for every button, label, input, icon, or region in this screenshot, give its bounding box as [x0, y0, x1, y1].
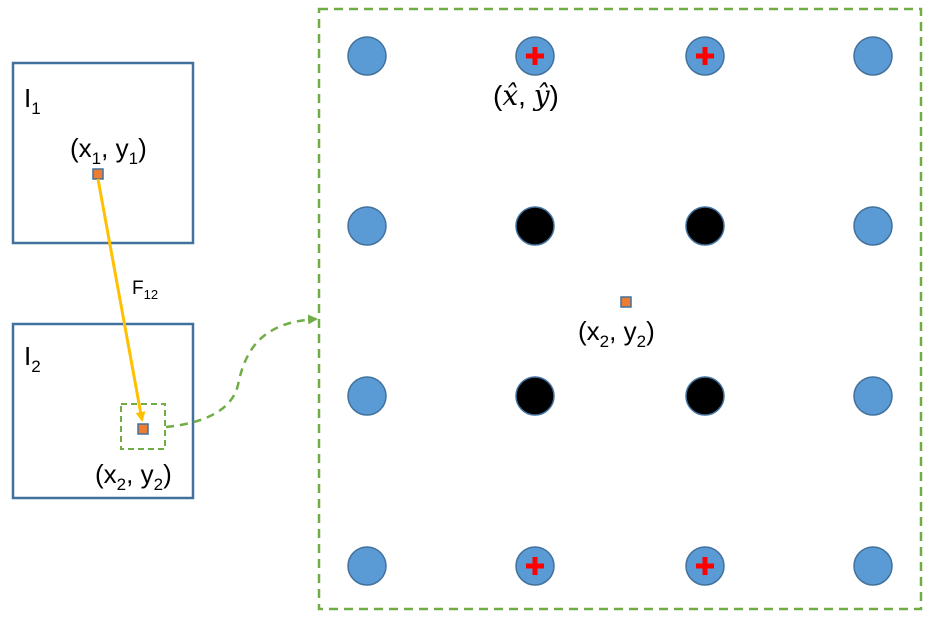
plus-marker [696, 47, 714, 65]
grid-sample-circle [347, 36, 387, 76]
neighbor-sample-circle [515, 376, 555, 416]
neighbor-sample-circle [685, 376, 725, 416]
neighbor-sample-circle [515, 206, 555, 246]
image2-zoom-box [120, 403, 166, 450]
grid-sample-circle [853, 206, 893, 246]
neighbor-sample-circle [685, 206, 725, 246]
flow-label: F12 [132, 278, 158, 302]
image2-point-label: (x2, y2) [95, 459, 172, 494]
image2-title: I2 [24, 341, 41, 376]
sample-grid [347, 36, 893, 586]
grid-sample-circle [347, 546, 387, 586]
grid-sample-circle [347, 206, 387, 246]
grid-sample-circle [853, 546, 893, 586]
image2-frame [11, 322, 195, 500]
image1-point-label: (x1, y1) [70, 133, 147, 168]
plus-marker [526, 47, 544, 65]
grid-sample-circle [347, 376, 387, 416]
zoom-panel-frame [317, 7, 923, 611]
estimate-label: (x̂, ŷ) [493, 79, 559, 112]
zoom-point-label: (x2, y2) [578, 316, 655, 351]
zoom-connector-arrow [165, 314, 318, 429]
image2-point-marker [137, 423, 149, 435]
zoom-point-marker [620, 296, 632, 308]
image1-point-marker [92, 168, 104, 180]
image1-panel: I1 (x1, y1) [11, 61, 195, 245]
grid-sample-circle [853, 36, 893, 76]
grid-sample-circle [853, 376, 893, 416]
image1-title: I1 [24, 83, 41, 118]
plus-marker [526, 557, 544, 575]
image2-panel: I2 (x2, y2) [11, 322, 195, 500]
flow-arrow-group: F12 [96, 178, 158, 422]
flow-arrow [96, 178, 146, 422]
zoom-panel: (x̂, ŷ) (x2, y2) [317, 7, 923, 611]
plus-marker [696, 557, 714, 575]
